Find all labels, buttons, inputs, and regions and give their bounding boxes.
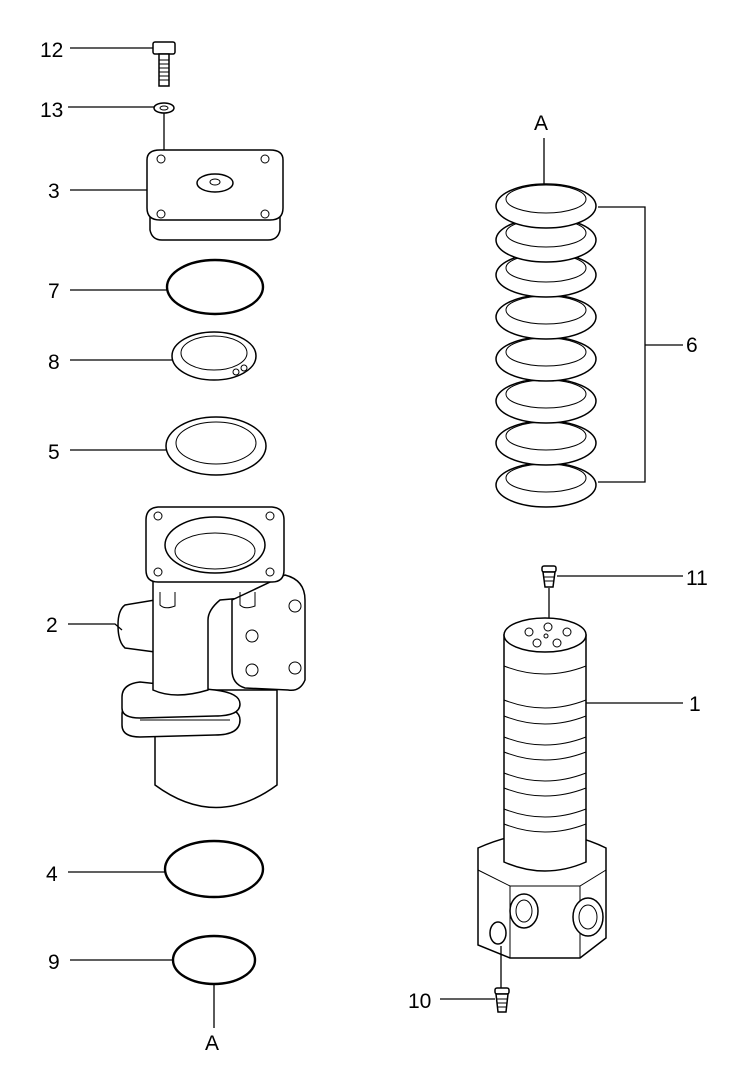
stack-ring	[495, 462, 597, 508]
stack-ring	[495, 294, 597, 340]
part-ring-stack	[495, 183, 597, 508]
callout-12: 12	[40, 39, 63, 62]
callout-1: 1	[689, 693, 701, 716]
part-plug-11	[541, 565, 557, 588]
part-o-ring-7	[165, 258, 265, 316]
callout-7: 7	[48, 280, 60, 303]
stack-ring	[495, 183, 597, 229]
part-o-ring-4	[163, 839, 265, 899]
callout-11: 11	[686, 567, 708, 590]
part-shaft	[477, 617, 607, 959]
part-ring-5	[165, 416, 267, 476]
part-bolt	[152, 41, 176, 87]
part-o-ring-9	[171, 934, 257, 986]
callout-13: 13	[40, 99, 63, 122]
part-washer	[153, 102, 175, 114]
part-body-housing	[117, 506, 306, 809]
stack-ring	[495, 378, 597, 424]
stack-ring	[495, 420, 597, 466]
callout-3: 3	[48, 180, 60, 203]
callout-5: 5	[48, 441, 60, 464]
reference-mark-a-top: A	[534, 112, 548, 135]
callout-2: 2	[46, 614, 58, 637]
callout-8: 8	[48, 351, 60, 374]
callout-6: 6	[686, 334, 698, 357]
part-cover	[146, 149, 284, 241]
reference-mark-a-bottom: A	[205, 1032, 219, 1055]
callout-9: 9	[48, 951, 60, 974]
part-snap-ring	[171, 331, 257, 381]
callout-10: 10	[408, 990, 431, 1013]
part-plug-10	[494, 987, 510, 1013]
callout-4: 4	[46, 863, 58, 886]
stack-ring	[495, 336, 597, 382]
